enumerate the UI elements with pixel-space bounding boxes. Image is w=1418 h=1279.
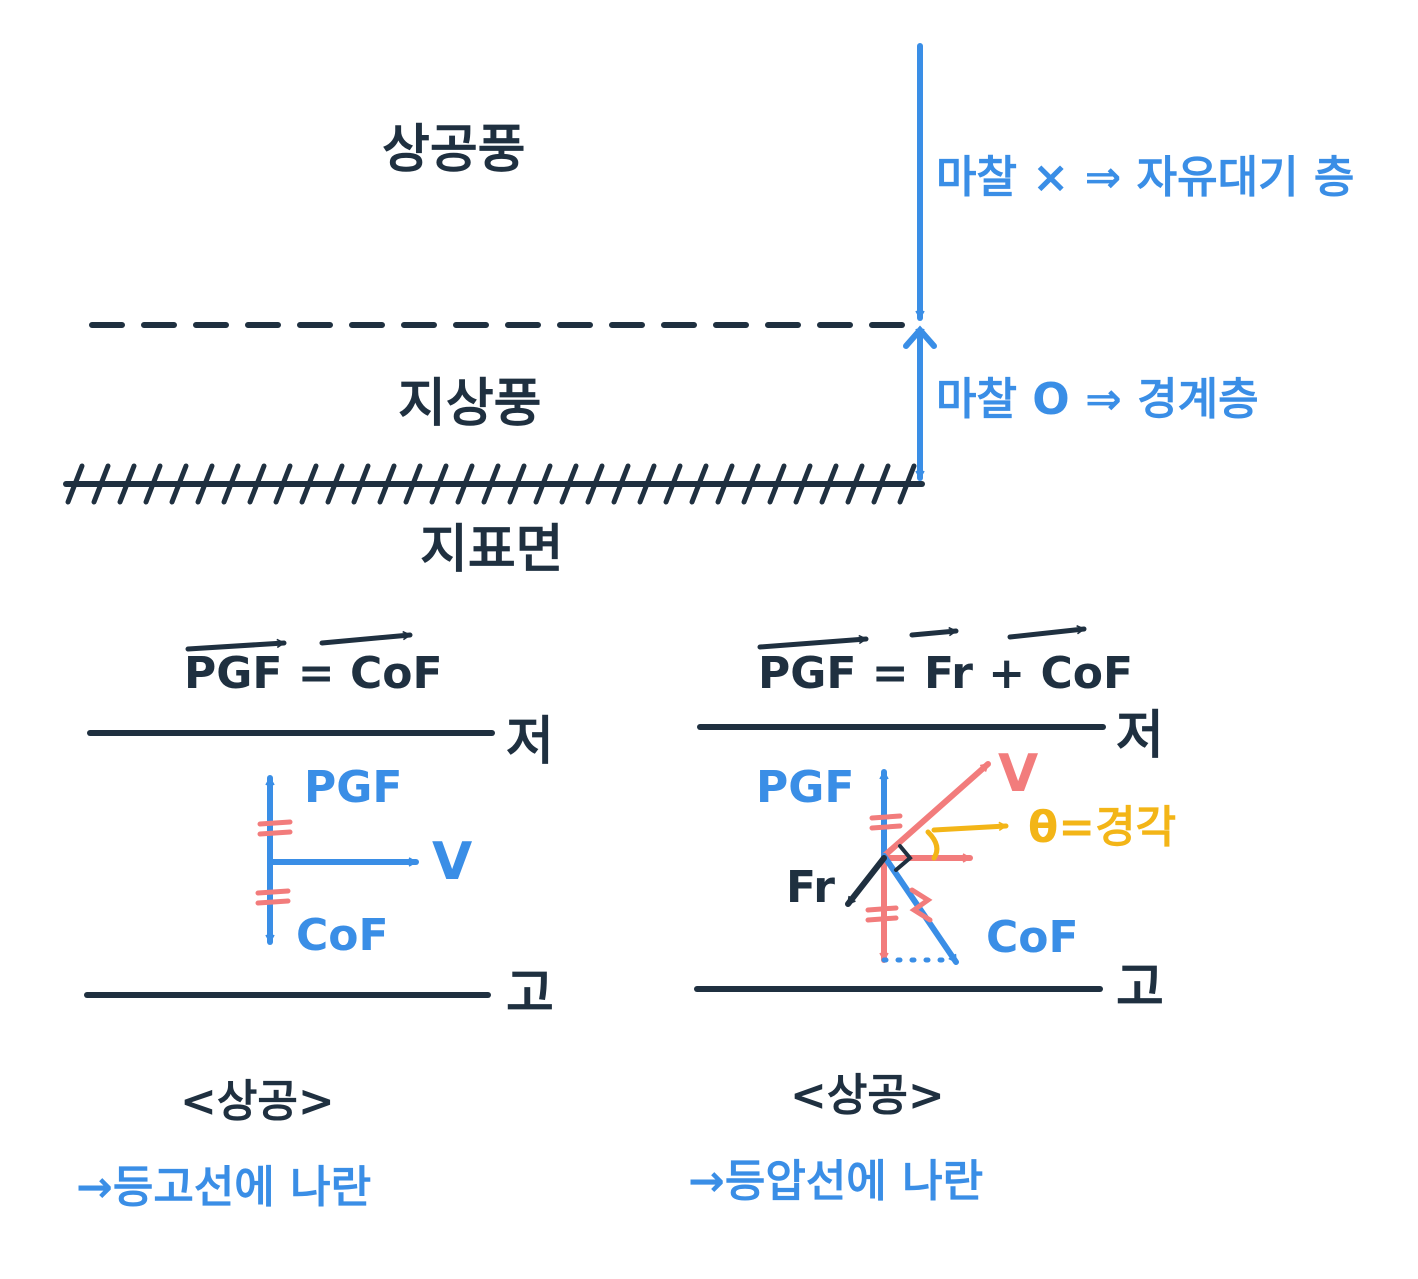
right-pgf-label: PGF — [756, 762, 855, 813]
hatch-tick — [221, 463, 241, 505]
right-equation-vector-bars — [757, 625, 1087, 650]
right-cof-arrow — [881, 853, 959, 965]
hatch-tick — [117, 463, 137, 505]
free-atmosphere-note: 마찰 × ⇒ 자유대기 층 — [936, 152, 1355, 203]
hatch-tick — [143, 463, 163, 505]
hatch-tick — [247, 463, 267, 505]
right-note: →등압선에 나란 — [688, 1156, 984, 1207]
right-angle-mark — [894, 844, 913, 872]
right-theta-pointer — [931, 821, 1009, 833]
ground-hatching — [65, 463, 917, 505]
hatch-tick — [871, 463, 891, 505]
right-eq-plus: + — [988, 648, 1026, 699]
boundary-layer-arrow-tophead — [903, 325, 937, 349]
right-fr-arrow — [845, 855, 887, 907]
left-equation: PGF = CoF — [184, 652, 443, 696]
right-cof-label: CoF — [986, 912, 1079, 963]
right-high-pressure-label: 고 — [1116, 958, 1164, 1018]
hatch-tick — [585, 463, 605, 505]
hatch-tick — [559, 463, 579, 505]
right-fr-label: Fr — [786, 862, 835, 913]
hatch-tick — [429, 463, 449, 505]
hatch-tick — [741, 463, 761, 505]
right-eq-fr: Fr — [923, 648, 973, 699]
surface-wind-label: 지상풍 — [398, 374, 542, 434]
hatch-tick — [455, 463, 475, 505]
hatch-tick — [897, 463, 917, 505]
hatch-tick — [611, 463, 631, 505]
hatch-tick — [91, 463, 111, 505]
hatch-tick — [169, 463, 189, 505]
left-pgf-label: PGF — [304, 762, 403, 813]
left-low-pressure-label: 저 — [506, 712, 554, 772]
right-equal-marks — [865, 813, 933, 923]
hatch-tick — [299, 463, 319, 505]
hatch-tick — [403, 463, 423, 505]
hatch-tick — [195, 463, 215, 505]
left-eq-cof: CoF — [349, 648, 443, 699]
hatch-tick — [845, 463, 865, 505]
right-low-pressure-label: 저 — [1116, 706, 1164, 766]
hatch-tick — [351, 463, 371, 505]
hatch-tick — [325, 463, 345, 505]
right-eq-pgf: PGF — [758, 648, 857, 699]
left-equation-vector-bars — [185, 630, 413, 652]
hatch-tick — [507, 463, 527, 505]
right-v-arrow — [881, 761, 991, 859]
hatch-tick — [767, 463, 787, 505]
right-theta-label: θ=경각 — [1028, 802, 1177, 853]
ground-surface-label: 지표면 — [420, 520, 564, 580]
hatch-tick — [533, 463, 553, 505]
right-title: <상공> — [790, 1070, 945, 1121]
left-equal-marks — [255, 819, 293, 906]
right-eq-cof: CoF — [1040, 648, 1134, 699]
left-v-label: V — [432, 832, 473, 892]
hatch-tick — [637, 463, 657, 505]
right-theta-arc — [925, 829, 940, 861]
left-cof-label: CoF — [296, 910, 389, 961]
boundary-layer-note: 마찰 O ⇒ 경계층 — [936, 374, 1259, 425]
upper-wind-label: 상공풍 — [382, 120, 526, 180]
left-eq-equals: = — [297, 648, 335, 699]
left-title: <상공> — [180, 1076, 335, 1127]
left-high-pressure-label: 고 — [506, 964, 554, 1024]
hatch-tick — [481, 463, 501, 505]
right-equation: PGF = Fr + CoF — [758, 652, 1133, 696]
left-eq-pgf: PGF — [184, 648, 283, 699]
left-note: →등고선에 나란 — [76, 1162, 372, 1213]
hatch-tick — [65, 463, 85, 505]
right-eq-equals: = — [871, 648, 909, 699]
hatch-tick — [273, 463, 293, 505]
hatch-tick — [793, 463, 813, 505]
hatch-tick — [715, 463, 735, 505]
right-v-label: V — [998, 744, 1039, 804]
hatch-tick — [819, 463, 839, 505]
hatch-tick — [377, 463, 397, 505]
hatch-tick — [689, 463, 709, 505]
hatch-tick — [663, 463, 683, 505]
